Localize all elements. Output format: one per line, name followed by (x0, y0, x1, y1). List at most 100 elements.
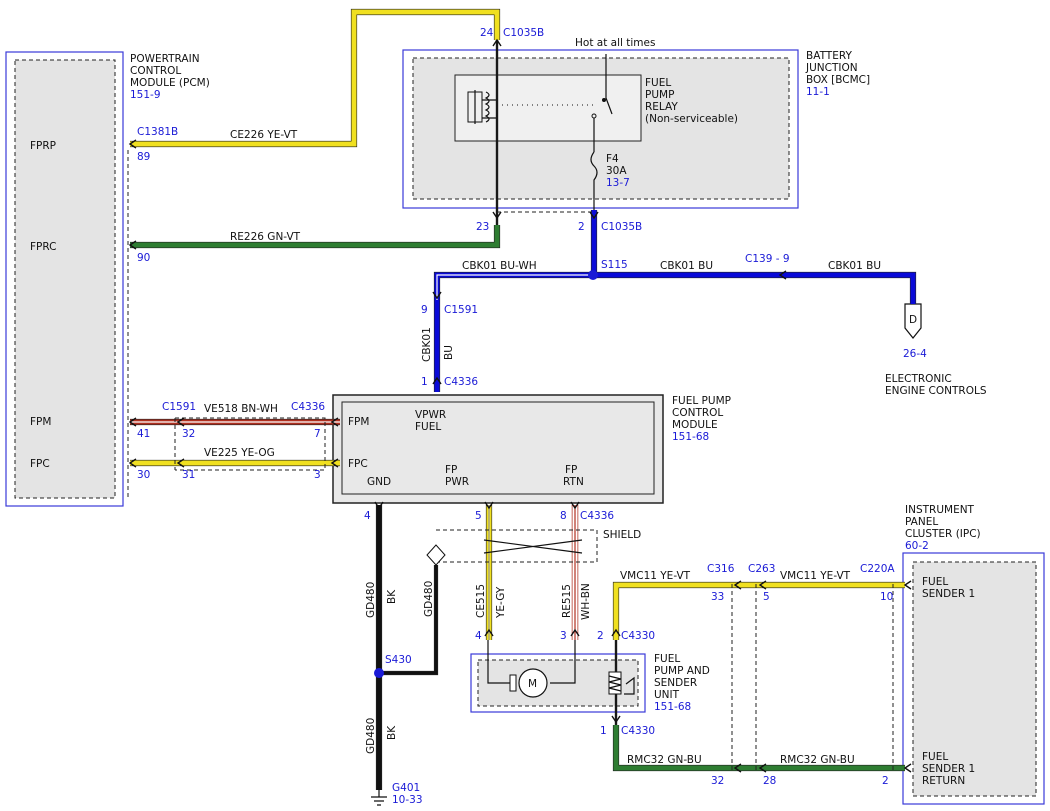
wire-vmc11-outline (612, 581, 905, 640)
splice-s115 (588, 270, 598, 280)
fuse-icon (590, 151, 598, 210)
wire-cbk01-bu-right[interactable] (593, 272, 916, 304)
bjb-name-3: BOX [BCMC] (806, 74, 870, 86)
pin-23: 23 (476, 221, 489, 233)
pump-name-3: SENDER (654, 677, 697, 689)
bjb-name-1: BATTERY (806, 50, 852, 62)
ipc-pin2-2: SENDER 1 (922, 763, 975, 775)
wire-label-cbk01-vert: CBK01 (421, 327, 433, 362)
wire-cbk01-buwh-outline (433, 271, 593, 300)
connector-c4336-bottom[interactable]: C4336 (580, 510, 614, 522)
wire-rmc32[interactable] (613, 725, 905, 771)
pcm-module: POWERTRAIN CONTROL MODULE (PCM) 151-9 FP… (5, 51, 210, 507)
battery-junction-box: BATTERY JUNCTION BOX [BCMC] 11-1 Hot at … (402, 37, 870, 210)
wire-gd480-branch[interactable] (379, 565, 438, 675)
ipc-pin2-1: FUEL (922, 751, 948, 763)
arrow-c4336-top (432, 376, 442, 385)
arrow-c1035b-top (492, 38, 502, 47)
arrow-pump-3 (570, 628, 580, 637)
eec-ref[interactable]: 26-4 (903, 348, 927, 360)
bjb-ref[interactable]: 11-1 (806, 86, 830, 98)
relay-name-1: FUEL (645, 77, 671, 89)
wire-cbk01-buwh[interactable] (434, 272, 593, 300)
connector-c4330-bottom[interactable]: C4330 (621, 725, 655, 737)
arrow-fpcm-5 (484, 501, 494, 510)
wire-vmc11[interactable] (613, 582, 905, 640)
pin-33: 33 (711, 591, 724, 603)
pin-1-fpcm: 1 (421, 376, 428, 388)
fpcm-name-3: MODULE (672, 419, 718, 431)
relay-switch-icon (591, 54, 613, 152)
pin-4-pump: 4 (475, 630, 482, 642)
wire-re226[interactable] (130, 225, 500, 248)
connector-outlines (127, 150, 894, 770)
wire-label-ce226: CE226 YE-VT (230, 129, 298, 141)
hot-at-all-times: Hot at all times (575, 37, 655, 49)
relay-name-2: PUMP (645, 89, 674, 101)
fuse-ref[interactable]: 13-7 (606, 177, 630, 189)
connector-c1591-mid[interactable]: C1591 (162, 401, 196, 413)
ipc-name-2: PANEL (905, 516, 938, 528)
arrow-pump-1 (611, 715, 621, 724)
fuse-id: F4 (606, 153, 619, 165)
pump-ref[interactable]: 151-68 (654, 701, 691, 713)
arrow-c1035b-2 (589, 211, 599, 220)
arrow-pcm-41 (128, 417, 137, 427)
wire-label-vmc11-b: VMC11 YE-VT (780, 570, 851, 582)
pcm-ref[interactable]: 151-9 (130, 89, 161, 101)
ground-g401-ref[interactable]: 10-33 (392, 794, 423, 806)
pin-2-ipc: 2 (882, 775, 889, 787)
fpcm-fp-rtn-1: FP (565, 464, 577, 476)
connector-c263[interactable]: C263 (748, 563, 775, 575)
fpcm-ref[interactable]: 151-68 (672, 431, 709, 443)
ipc-pin1-2: SENDER 1 (922, 588, 975, 600)
wire-label-cbk01-bu-b: CBK01 BU (828, 260, 881, 272)
bjb-name-2: JUNCTION (805, 62, 858, 74)
connector-c1035b-top[interactable]: C1035B (503, 27, 544, 39)
pin-2-pump: 2 (597, 630, 604, 642)
connector-c4330-top[interactable]: C4330 (621, 630, 655, 642)
pcm-name-1: POWERTRAIN (130, 53, 200, 65)
pin-8-fpcm: 8 (560, 510, 567, 522)
arrow-pump-4 (484, 628, 494, 637)
connector-c139[interactable]: C139 - 9 (745, 253, 790, 265)
connector-c4336-left[interactable]: C4336 (291, 401, 325, 413)
connector-c4336-top[interactable]: C4336 (444, 376, 478, 388)
ipc-ref[interactable]: 60-2 (905, 540, 929, 552)
arrow-c4336-7 (330, 417, 339, 427)
pump-name-1: FUEL (654, 653, 680, 665)
wire-label-re226: RE226 GN-VT (230, 231, 301, 243)
connector-c220a[interactable]: C220A (860, 563, 895, 575)
arrow-c4336-3 (330, 458, 339, 468)
connector-c1381b[interactable]: C1381B (137, 126, 178, 138)
ground-g401[interactable]: G401 (392, 782, 420, 794)
fuel-pump-sender-unit: FUEL PUMP AND SENDER UNIT 151-68 M (470, 640, 710, 713)
wire-ce226[interactable] (130, 9, 500, 147)
arrow-c139 (778, 270, 787, 280)
connector-c1035b-bottom[interactable]: C1035B (601, 221, 642, 233)
pin-4-fpcm: 4 (364, 510, 371, 522)
arrow-c220a-bot (903, 763, 912, 773)
ipc-name-1: INSTRUMENT (905, 504, 975, 516)
pcm-pin-fprp: FPRP (30, 140, 56, 152)
pin-5-fpcm: 5 (475, 510, 482, 522)
pcm-pin-fpm: FPM (30, 416, 51, 428)
pin-3-fpcm: 3 (314, 469, 321, 481)
arrow-pump-2 (611, 628, 621, 637)
connector-c1591-top[interactable]: C1591 (444, 304, 478, 316)
wire-label-gd480-b: GD480 (423, 581, 435, 617)
fpcm-fp-pwr-1: FP (445, 464, 457, 476)
wire-label-bk-a: BK (386, 589, 398, 604)
wire-label-cbk01-bu-a: CBK01 BU (660, 260, 713, 272)
wire-label-cbk01-buwh: CBK01 BU-WH (462, 260, 537, 272)
motor-icon: M (487, 640, 576, 698)
wire-label-re515: RE515 (561, 584, 573, 618)
wire-label-whbn: WH-BN (580, 583, 592, 620)
connector-c316[interactable]: C316 (707, 563, 735, 575)
pin-2-bjb: 2 (578, 221, 585, 233)
pin-24: 24 (480, 27, 494, 39)
pin-28: 28 (763, 775, 776, 787)
pcm-name-2: CONTROL (130, 65, 181, 77)
fpcm-fp-pwr-2: PWR (445, 476, 469, 488)
